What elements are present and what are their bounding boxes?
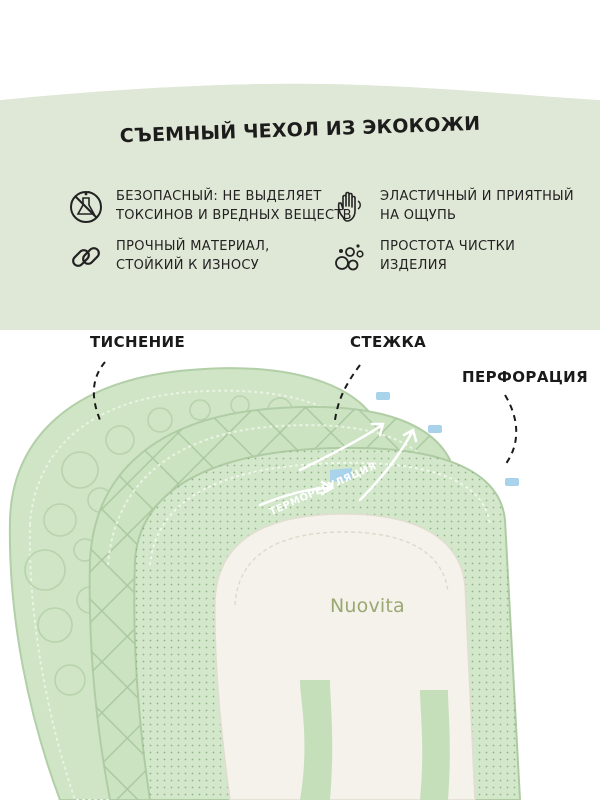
callout-line-stitch [334,364,361,421]
no-chemicals-icon [70,191,102,223]
chain-link-icon [72,247,100,267]
tab-marker [376,392,390,400]
bubbles-icon [335,244,364,271]
header-background [0,0,600,330]
airflow-arrows [258,422,418,507]
perforated-panel [133,446,522,800]
feature-elastic: ЭЛАСТИЧНЫЙ И ПРИЯТНЫЙ НА ОЩУПЬ [330,187,574,227]
feature-elastic-line1: ЭЛАСТИЧНЫЙ И ПРИЯТНЫЙ [380,189,574,204]
brand-logo: Nuovita [330,595,405,617]
callout-line-emboss [92,361,106,421]
label-emboss: ТИСНЕНИЕ [90,333,186,351]
feature-easy-clean-line1: ПРОСТОТА ЧИСТКИ [380,239,516,254]
label-stitch: СТЕЖКА [350,333,427,351]
label-perforation: ПЕРФОРАЦИЯ [462,368,589,386]
feature-safety-line1: БЕЗОПАСНЫЙ: НЕ ВЫДЕЛЯЕТ [116,189,322,204]
feature-easy-clean-line2: ИЗДЕЛИЯ [380,258,448,273]
feature-durable: ПРОЧНЫЙ МАТЕРИАЛ, СТОЙКИЙ К ИЗНОСУ [66,237,270,277]
feature-durable-line2: СТОЙКИЙ К ИЗНОСУ [116,258,260,273]
feature-elastic-line2: НА ОЩУПЬ [380,208,457,223]
seat-cover-illustration [8,361,522,800]
feature-easy-clean: ПРОСТОТА ЧИСТКИ ИЗДЕЛИЯ [330,237,515,277]
callout-line-perf [504,394,518,466]
feature-durable-line1: ПРОЧНЫЙ МАТЕРИАЛ, [116,239,270,254]
feature-safety-line2: ТОКСИНОВ И ВРЕДНЫХ ВЕЩЕСТВ [116,208,352,223]
feature-safety: БЕЗОПАСНЫЙ: НЕ ВЫДЕЛЯЕТ ТОКСИНОВ И ВРЕДН… [66,187,352,227]
tab-marker [428,425,442,433]
soft-hand-icon [337,191,361,222]
tab-marker [505,478,519,486]
